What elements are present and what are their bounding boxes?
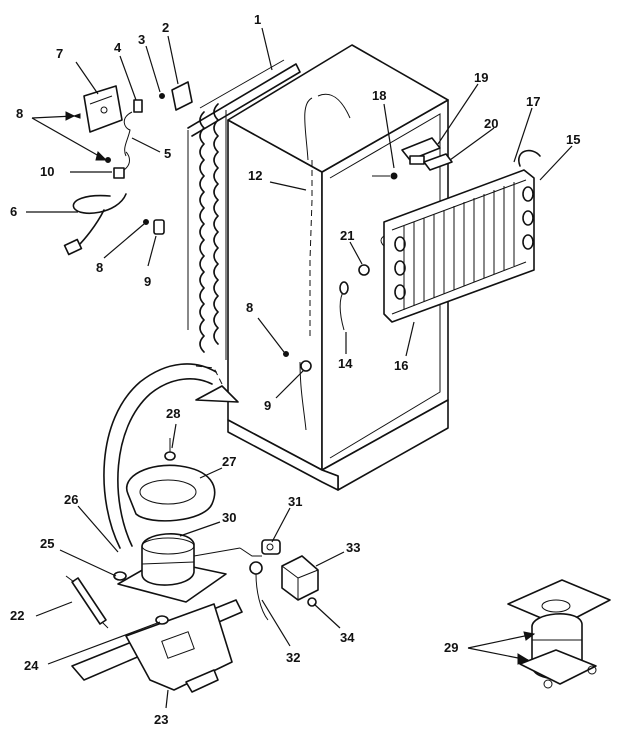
part-8-screw-mid[interactable]	[143, 219, 149, 225]
callout-3: 3	[138, 32, 145, 47]
callout-17: 17	[526, 94, 540, 109]
callout-12: 12	[248, 168, 262, 183]
part-27-drain-pan[interactable]	[125, 464, 216, 522]
callout-23: 23	[154, 712, 168, 727]
callout-34: 34	[340, 630, 355, 645]
part-6-power-cord[interactable]	[63, 193, 127, 256]
part-30-compressor[interactable]	[117, 533, 262, 603]
callout-6: 6	[10, 204, 17, 219]
callout-22: 22	[10, 608, 24, 623]
callout-8: 8	[246, 300, 253, 315]
part-1-condenser-coil[interactable]	[187, 59, 301, 360]
part-10-switch[interactable]	[113, 151, 130, 179]
callout-26: 26	[64, 492, 78, 507]
callout-2: 2	[162, 20, 169, 35]
callout-30: 30	[222, 510, 236, 525]
callout-8: 8	[16, 106, 23, 121]
part-22-filter-drier[interactable]	[65, 575, 109, 629]
callout-16: 16	[394, 358, 408, 373]
part-32-tube[interactable]	[249, 561, 269, 621]
callout-15: 15	[566, 132, 580, 147]
callout-21: 21	[340, 228, 354, 243]
callout-20: 20	[484, 116, 498, 131]
leader-arrowheads	[65, 111, 536, 665]
part-15-evaporator[interactable]	[380, 149, 541, 323]
callout-9: 9	[264, 398, 271, 413]
callout-19: 19	[474, 70, 488, 85]
part-19-thermostat[interactable]	[401, 137, 441, 165]
callout-29: 29	[444, 640, 458, 655]
callout-18: 18	[372, 88, 386, 103]
part-3-screw[interactable]	[159, 93, 165, 99]
part-20-bracket[interactable]	[423, 153, 453, 171]
callout-27: 27	[222, 454, 236, 469]
part-9-grommet-left[interactable]	[153, 219, 165, 235]
callout-9: 9	[144, 274, 151, 289]
part-12-drain-tube[interactable]	[309, 160, 313, 340]
callout-8: 8	[96, 260, 103, 275]
part-26-drain-hose[interactable]	[103, 363, 239, 549]
callout-5: 5	[164, 146, 171, 161]
part-23-base-plate[interactable]	[71, 599, 243, 693]
callout-32: 32	[286, 650, 300, 665]
cabinet[interactable]	[227, 44, 449, 491]
callout-labels: 1 2 3 4 7 8 5 10 6 8 9 12 19 18 17 20 15…	[10, 12, 580, 727]
callout-10: 10	[40, 164, 54, 179]
part-7-bracket[interactable]	[83, 85, 123, 133]
callout-28: 28	[166, 406, 180, 421]
part-18-screw[interactable]	[372, 172, 398, 180]
part-8-screw-cabinet[interactable]	[283, 351, 289, 357]
callout-25: 25	[40, 536, 54, 551]
callout-14: 14	[338, 356, 353, 371]
callout-24: 24	[24, 658, 39, 673]
callout-33: 33	[346, 540, 360, 555]
callout-7: 7	[56, 46, 63, 61]
part-29-compressor-assembly[interactable]	[507, 579, 611, 689]
part-4-relay[interactable]	[133, 99, 143, 113]
callout-1: 1	[254, 12, 261, 27]
callout-4: 4	[114, 40, 122, 55]
callout-31: 31	[288, 494, 302, 509]
part-25-grommet[interactable]	[113, 571, 127, 581]
part-28-screw[interactable]	[164, 438, 176, 461]
part-5-wire[interactable]	[123, 111, 133, 157]
part-14-heater-wire[interactable]	[339, 281, 349, 331]
part-33-overload-relay[interactable]	[281, 555, 319, 601]
part-9-grommet-cabinet[interactable]	[300, 360, 312, 372]
part-2-clip[interactable]	[171, 81, 193, 111]
part-21-clamp[interactable]	[358, 264, 370, 276]
part-31-valve[interactable]	[261, 539, 281, 555]
